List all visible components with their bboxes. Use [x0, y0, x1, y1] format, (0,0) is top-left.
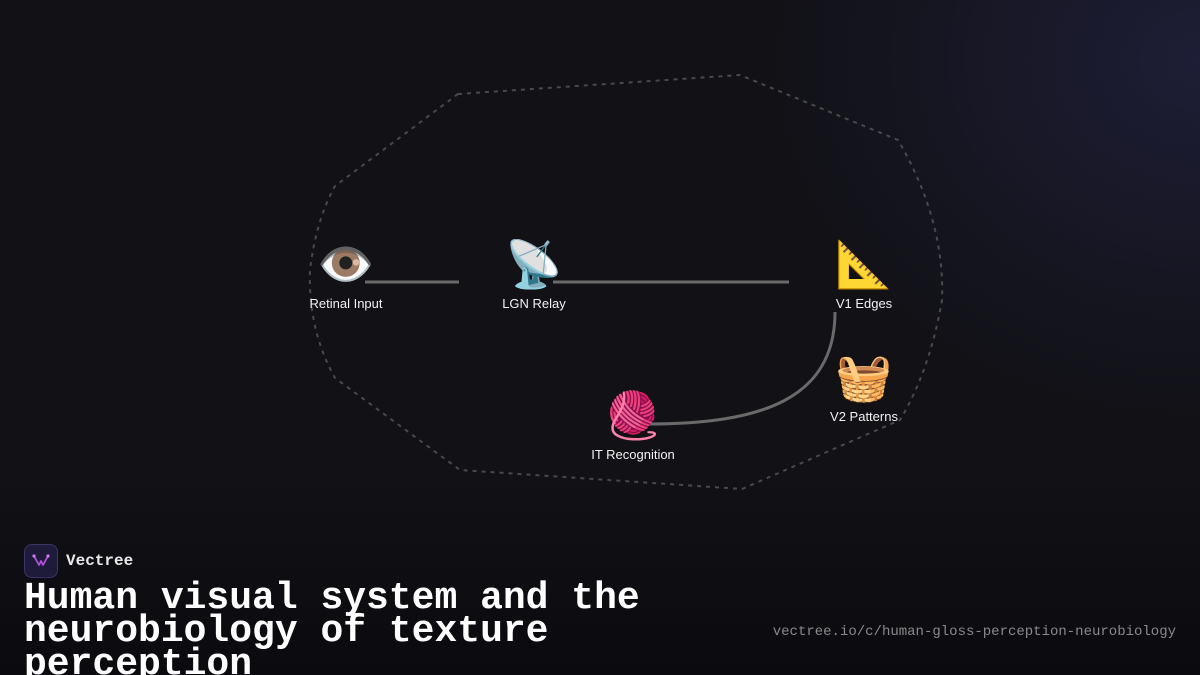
- basket-icon: 🧺: [835, 350, 893, 404]
- brand-name: Vectree: [66, 552, 134, 570]
- node-it-recognition[interactable]: 🧶 IT Recognition: [563, 387, 703, 462]
- brand[interactable]: Vectree: [24, 544, 133, 578]
- node-lgn-relay[interactable]: 📡 LGN Relay: [464, 236, 604, 311]
- edge-v1-it: [647, 311, 837, 426]
- node-v2-patterns[interactable]: 🧺 V2 Patterns: [794, 349, 934, 424]
- node-label: Retinal Input: [309, 296, 383, 311]
- node-label: V1 Edges: [835, 296, 893, 311]
- eye-icon: 👁️: [317, 237, 375, 291]
- yarn-icon: 🧶: [604, 388, 662, 442]
- node-label: LGN Relay: [502, 296, 566, 311]
- diagram-svg: [308, 73, 944, 491]
- diagram-canvas: 👁️ Retinal Input 📡 LGN Relay 📐 V1 Edges …: [276, 73, 944, 491]
- source-url[interactable]: vectree.io/c/human-gloss-perception-neur…: [772, 624, 1176, 640]
- node-retinal-input[interactable]: 👁️ Retinal Input: [276, 236, 416, 311]
- triangular-ruler-icon: 📐: [835, 237, 893, 291]
- vectree-logo-icon: [24, 544, 58, 578]
- node-v1-edges[interactable]: 📐 V1 Edges: [794, 236, 934, 311]
- satellite-dish-icon: 📡: [505, 237, 563, 291]
- group-outline: [308, 73, 944, 491]
- page-title: Human visual system and the neurobiology…: [24, 577, 640, 675]
- node-label: IT Recognition: [591, 447, 675, 462]
- node-label: V2 Patterns: [830, 409, 898, 424]
